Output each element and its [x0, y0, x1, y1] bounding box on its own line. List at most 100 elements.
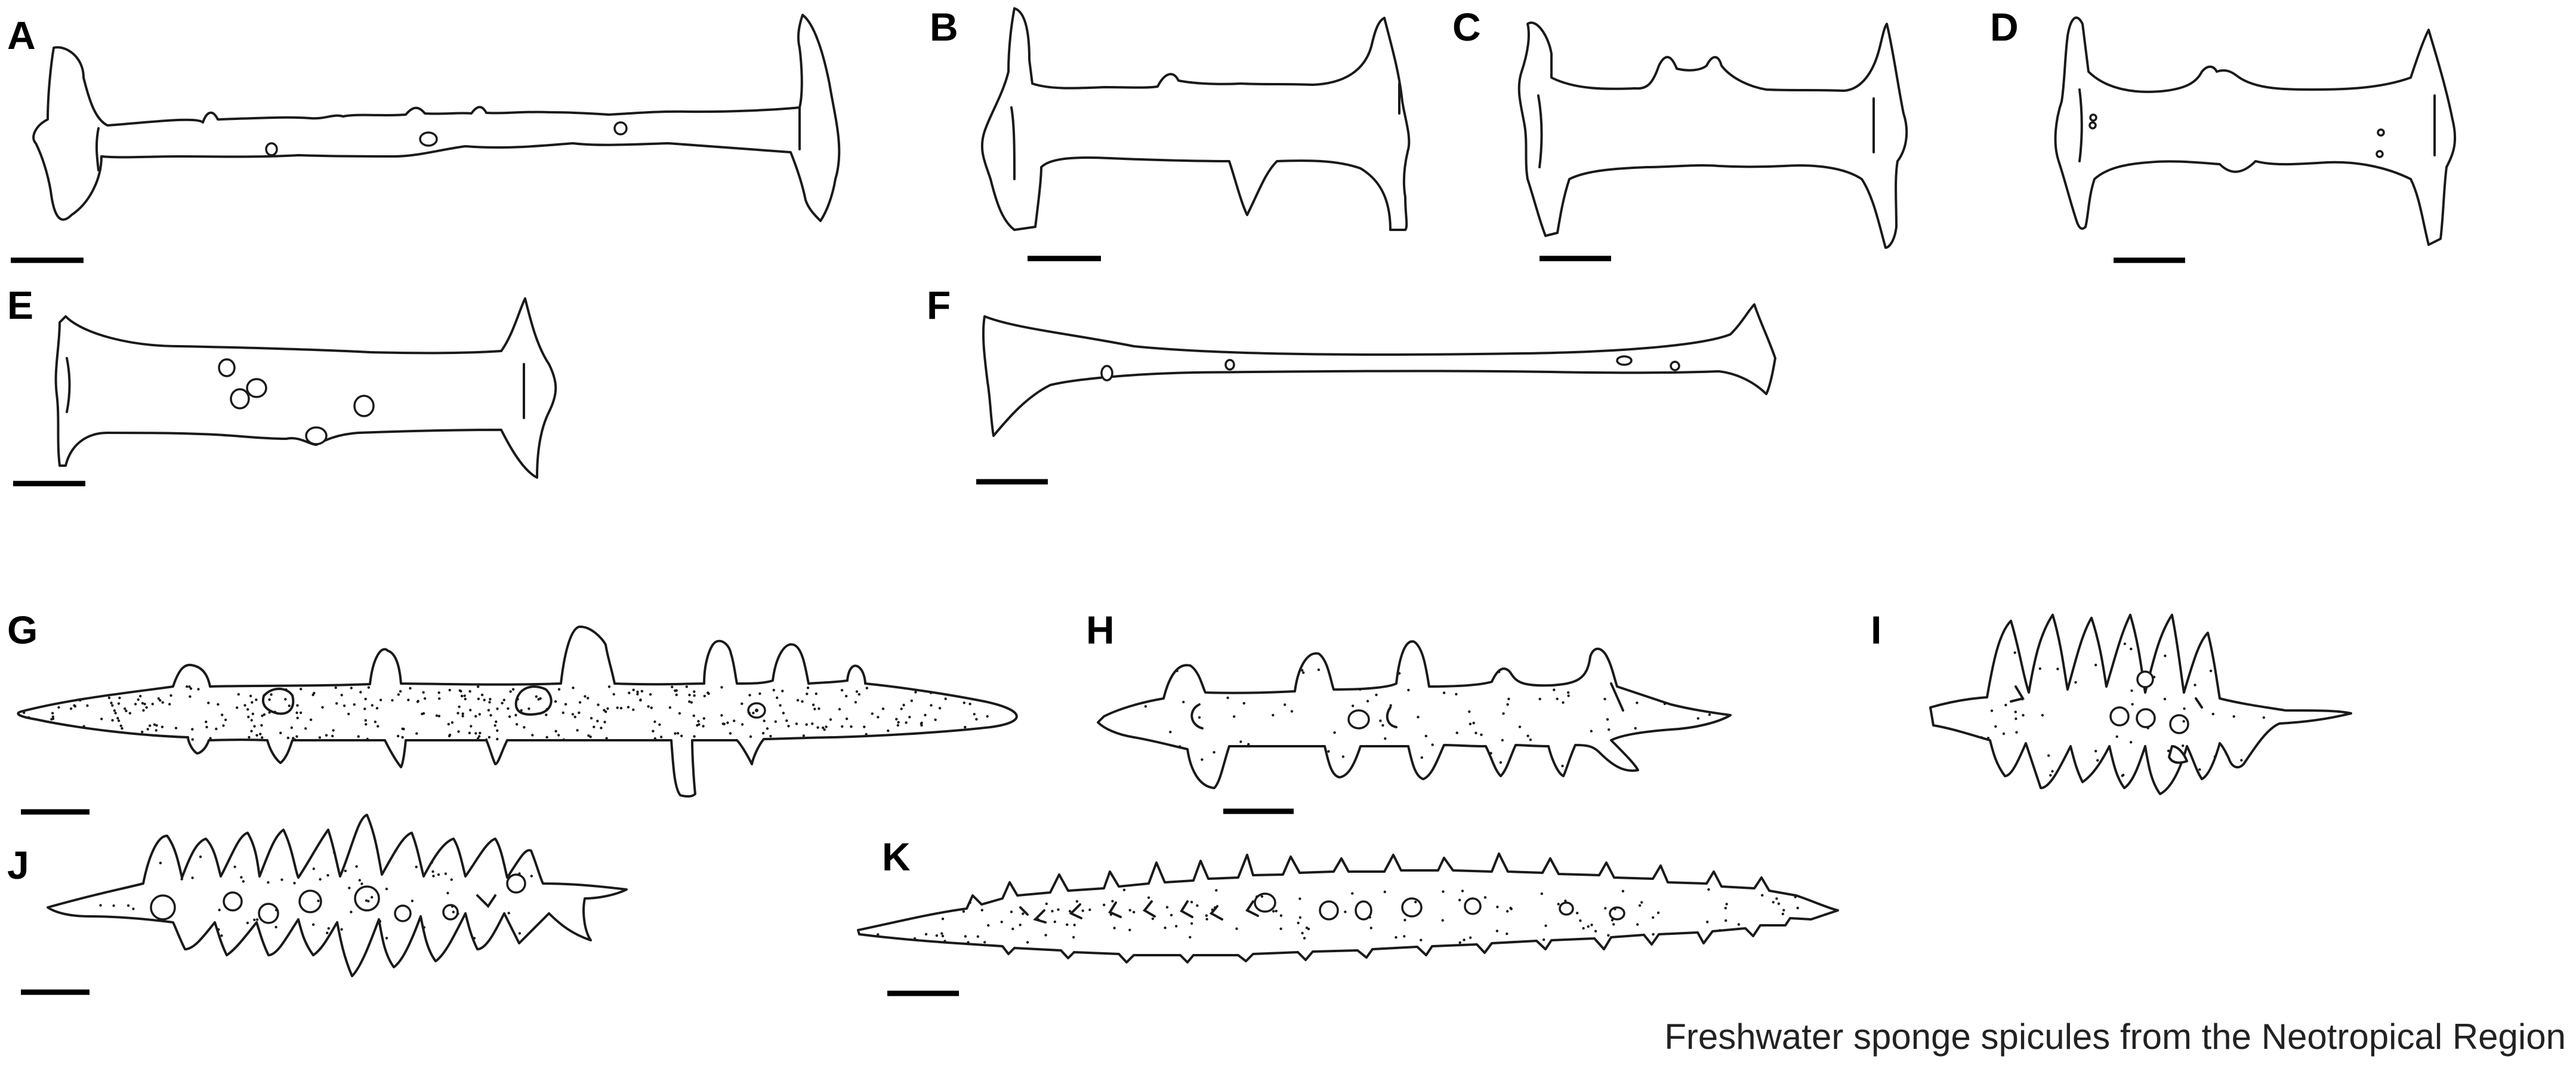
stipple-dot	[865, 732, 868, 736]
stipple-dot	[815, 692, 818, 695]
stipple-dot	[470, 725, 473, 728]
stipple-dot	[685, 685, 689, 688]
stipple-dot	[647, 705, 650, 708]
stipple-dot	[741, 702, 744, 706]
stipple-dot	[1351, 892, 1354, 895]
stipple-dot	[112, 904, 115, 907]
stipple-dot	[1403, 935, 1406, 938]
stipple-dot	[845, 694, 848, 698]
stipple-dot	[929, 691, 933, 694]
stipple-dot	[941, 934, 945, 938]
stipple-dot	[217, 703, 220, 706]
stipple-dot	[159, 861, 162, 864]
stipple-dot	[246, 708, 249, 711]
stipple-dot	[983, 941, 986, 944]
stipple-dot	[401, 727, 404, 731]
stipple-dot	[1211, 908, 1214, 912]
stipple-dot	[396, 734, 400, 738]
stipple-dot	[107, 694, 110, 697]
stipple-dot	[578, 711, 581, 715]
stipple-dot	[1461, 890, 1464, 892]
stipple-dot	[940, 932, 943, 935]
stipple-dot	[2094, 750, 2097, 753]
stipple-dot	[2146, 727, 2149, 730]
stipple-dot	[1606, 718, 1609, 721]
stipple-dot	[1708, 713, 1711, 716]
stipple-dot	[840, 689, 844, 692]
stipple-dot	[659, 735, 663, 738]
stipple-dot	[924, 932, 928, 936]
stipple-dot	[1298, 897, 1301, 900]
stipple-dot	[649, 693, 652, 696]
stipple-dot	[690, 701, 693, 704]
stipple-dot	[417, 700, 419, 703]
stipple-dot	[962, 701, 966, 704]
stipple-dot	[263, 694, 266, 697]
spicule-g-drawing	[17, 625, 1018, 798]
stipple-dot	[2213, 755, 2217, 758]
stipple-dot	[1301, 931, 1304, 935]
stipple-dot	[1272, 910, 1275, 913]
stipple-dot	[1011, 927, 1014, 931]
stipple-dot	[1796, 906, 1799, 910]
stipple-dot	[1424, 734, 1427, 738]
stipple-dot	[168, 703, 171, 706]
stipple-dot	[290, 726, 293, 730]
stipple-dot	[365, 899, 368, 902]
stipple-dot	[729, 732, 732, 735]
stipple-dot	[295, 711, 298, 715]
stipple-dot	[251, 701, 254, 704]
stipple-dot	[296, 704, 299, 707]
stipple-dot	[2004, 703, 2007, 707]
stipple-dot	[1775, 897, 1778, 900]
stipple-dot	[632, 688, 635, 691]
stipple-dot	[761, 732, 765, 735]
stipple-dot	[411, 899, 414, 903]
stipple-dot	[1640, 901, 1643, 904]
stipple-dot	[1247, 743, 1250, 746]
stipple-dot	[1279, 914, 1283, 917]
stipple-dot	[902, 703, 905, 707]
stipple-dot	[496, 737, 499, 741]
stipple-dot	[1010, 910, 1013, 913]
stipple-dot	[169, 694, 172, 697]
stipple-dot	[964, 935, 967, 938]
stipple-dot	[628, 691, 631, 694]
stipple-dot	[1636, 701, 1639, 704]
stipple-dot	[1652, 932, 1655, 936]
stipple-dot	[1128, 928, 1131, 932]
stipple-dot	[2047, 754, 2050, 757]
stipple-dot	[1608, 728, 1611, 731]
stipple-dot	[603, 721, 606, 724]
stipple-dot	[240, 876, 243, 879]
stipple-dot	[139, 694, 142, 698]
panel-label-e: E	[7, 283, 33, 327]
stipple-dot	[273, 710, 277, 713]
stipple-dot	[1072, 935, 1075, 939]
stipple-dot	[674, 732, 677, 735]
stipple-dot	[399, 690, 402, 693]
stipple-dot	[391, 698, 394, 702]
stipple-dot	[1037, 918, 1040, 921]
stipple-dot	[572, 687, 575, 690]
stipple-dot	[422, 926, 425, 929]
stipple-dot	[1170, 913, 1173, 917]
stipple-dot	[688, 700, 691, 703]
stipple-dot	[463, 694, 466, 697]
stipple-dot	[1201, 758, 1204, 761]
stipple-dot	[2038, 667, 2041, 670]
stipple-dot	[787, 725, 790, 728]
stipple-dot	[469, 709, 472, 712]
stipple-dot	[2183, 707, 2186, 710]
spicule-h-drawing	[1097, 640, 1732, 789]
stipple-dot	[1384, 737, 1387, 740]
stipple-dot	[236, 706, 239, 709]
stipple-dot	[562, 711, 564, 715]
stipple-dot	[596, 719, 599, 723]
stipple-dot	[1495, 930, 1499, 932]
stipple-dot	[253, 725, 256, 728]
stipple-dot	[1239, 740, 1242, 743]
stipple-dot	[73, 704, 76, 707]
stipple-dot	[511, 688, 515, 691]
stipple-dot	[261, 736, 264, 739]
